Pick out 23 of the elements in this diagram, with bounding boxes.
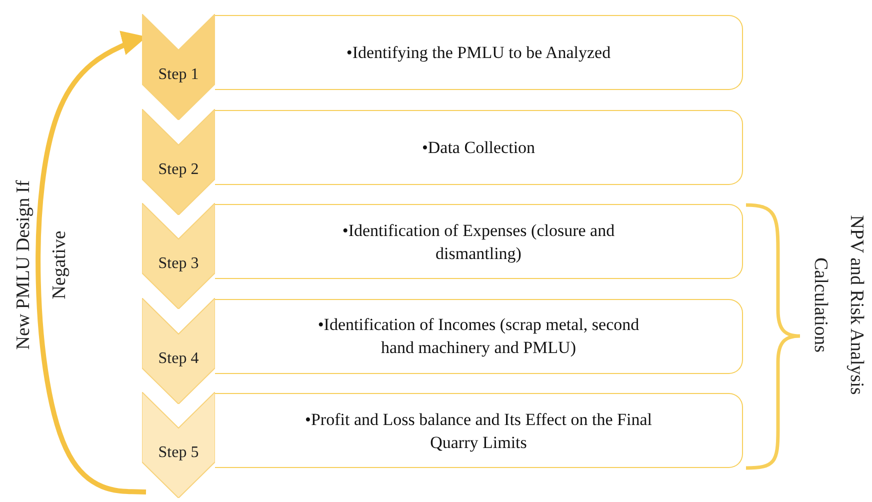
step-description: •Identifying the PMLU to be Analyzed	[346, 42, 611, 64]
step-box	[215, 15, 743, 90]
step-description: •Data Collection	[422, 136, 536, 158]
step-label: Step 1	[157, 66, 200, 84]
step-box	[215, 298, 743, 374]
step-tab	[142, 392, 215, 498]
step-tab	[142, 203, 215, 309]
step-tab	[142, 108, 215, 214]
step-label: Step 4	[157, 350, 200, 368]
step-description: •Identification of Incomes (scrap metal, second hand machinery and PMLU)	[316, 314, 640, 359]
step-tab	[142, 14, 215, 120]
step-label: Step 3	[157, 255, 200, 273]
step-description: •Identification of Expenses (closure and dismantling)	[341, 220, 616, 264]
step-label: Step 2	[157, 160, 200, 178]
step-tab	[142, 298, 215, 404]
step-box	[215, 110, 743, 184]
side-label: NPV and Risk Analysis Calculations	[809, 214, 868, 397]
step-description: •Profit and Loss balance and Its Effect on the Final Quarry Limits	[304, 408, 653, 454]
step-box	[215, 393, 743, 468]
step-box	[215, 204, 743, 279]
edge-label: New PMLU Design If Negative	[12, 179, 71, 352]
step-label: Step 5	[157, 444, 200, 462]
curved-arrow	[36, 30, 147, 494]
